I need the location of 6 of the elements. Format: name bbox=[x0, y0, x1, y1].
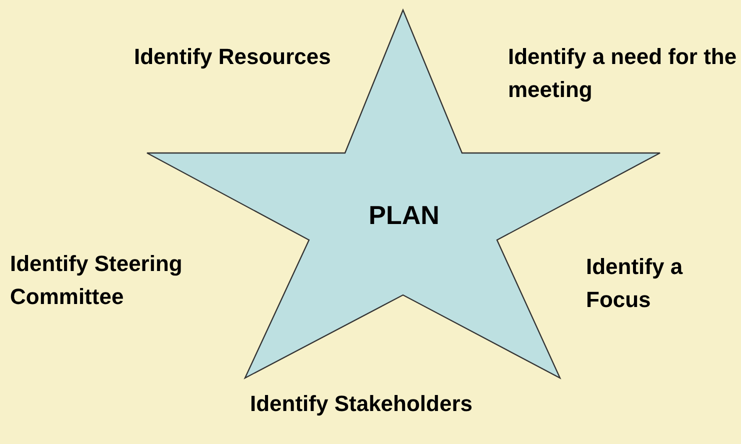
step-text: Identify Resources bbox=[134, 43, 332, 71]
step-text: Identify a need for the meeting bbox=[508, 43, 738, 104]
step-text: Identify Stakeholders bbox=[250, 390, 474, 418]
step-text: Identify Steering Committee bbox=[10, 250, 184, 311]
star-label: PLAN bbox=[368, 199, 440, 232]
step-text: Identify a Focus bbox=[586, 253, 684, 314]
